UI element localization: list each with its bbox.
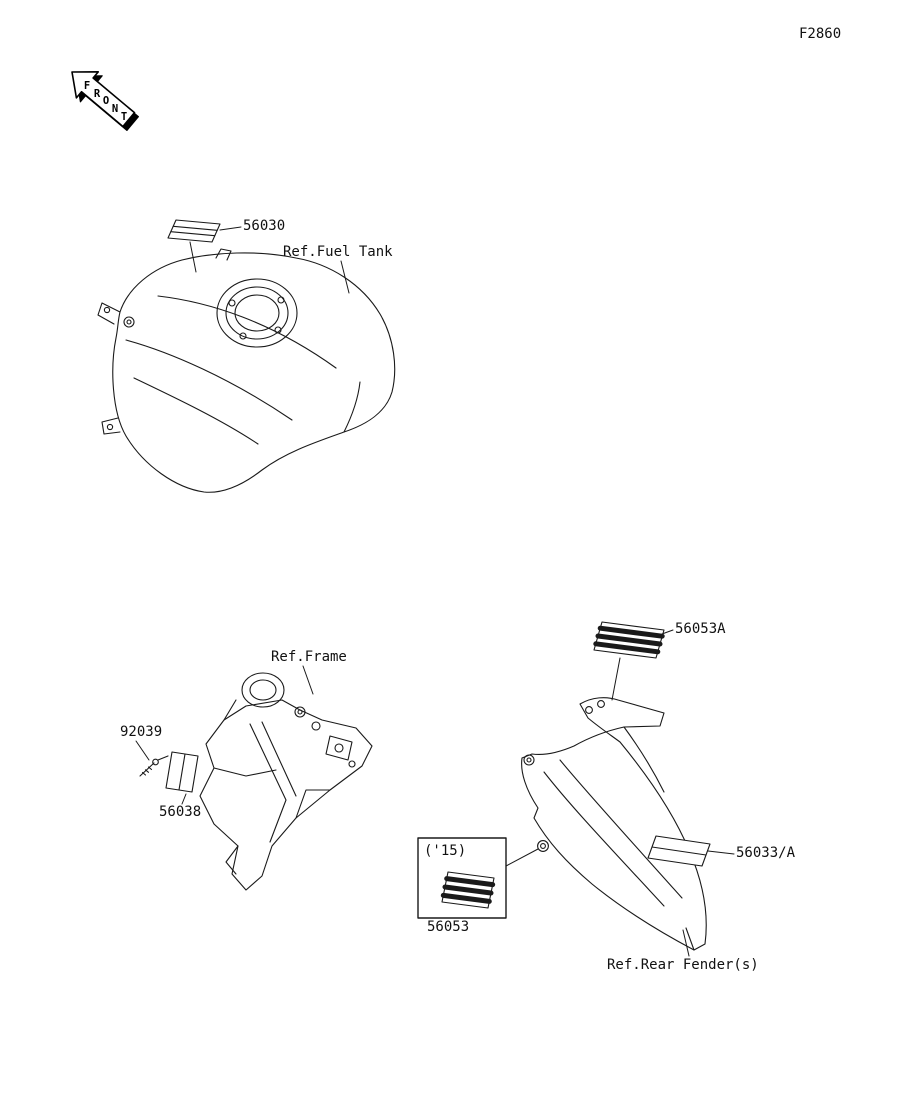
frame-tube [261, 721, 297, 797]
ref-rear-fender-label: Ref.Rear Fender(s) [607, 957, 759, 973]
frame-tab [225, 845, 239, 875]
front-arrow-letter: R [94, 88, 101, 100]
rear-decal-side-sticker [647, 835, 711, 867]
fuel-tank-outline [112, 252, 396, 493]
fender-bracket-hole [585, 706, 593, 714]
tank-mount-boss [123, 316, 135, 328]
fuel-tank-decal-sticker [167, 219, 221, 243]
page-code: F2860 [799, 26, 842, 42]
frame-hole [348, 760, 356, 768]
part-number-56053: 56053 [427, 919, 470, 935]
fender-ridge-line [559, 759, 683, 899]
front-arrow-letter: F [84, 80, 90, 92]
screw-drawing [139, 755, 169, 777]
fuel-cap-bolt [228, 299, 236, 307]
fender-ridge-line [543, 771, 665, 907]
fuel-tank-drawing [97, 248, 396, 493]
part-number-56053a: 56053A [675, 621, 726, 637]
frame-hole [294, 706, 306, 718]
frame-tab [223, 699, 237, 721]
part-number-92039: 92039 [120, 724, 163, 740]
year-decal-sticker [440, 871, 496, 909]
year-variant-label: ('15) [424, 843, 467, 859]
leader-56030 [219, 226, 242, 231]
fender-ridge-line [623, 726, 665, 793]
leader-ref-frame [302, 665, 314, 695]
front-arrow-letter: T [121, 111, 127, 123]
frame-ring-inner [249, 679, 277, 701]
ref-frame-label: Ref.Frame [271, 649, 347, 665]
tank-front-bracket [97, 302, 121, 325]
rear-fender-drawing [521, 697, 707, 951]
leader-year-box [505, 848, 539, 867]
tank-lower-bracket [101, 417, 121, 435]
rear-decal-top-sticker [593, 621, 665, 659]
part-number-56038: 56038 [159, 804, 202, 820]
tank-character-line [125, 339, 293, 421]
frame-brace [295, 789, 331, 819]
frame-decal-sticker [165, 751, 199, 793]
frame-hole [334, 743, 344, 753]
leader-56033a [707, 850, 735, 855]
front-arrow-letter: O [103, 95, 109, 107]
front-arrow: F R O N T [71, 71, 140, 132]
frame-brace [213, 767, 277, 777]
fender-bracket-hole [597, 700, 605, 708]
tank-character-line [343, 381, 361, 433]
leader-92039 [135, 740, 150, 761]
frame-bracket [325, 735, 353, 761]
fender-decal-hole [540, 843, 546, 849]
frame-drawing [199, 672, 373, 891]
part-number-56030: 56030 [243, 218, 286, 234]
bracket-hole [103, 306, 111, 314]
ref-fuel-tank-label: Ref.Fuel Tank [283, 244, 393, 260]
leader-56030-sticker [189, 241, 197, 273]
front-arrow-letter: N [112, 103, 118, 115]
frame-tube [249, 723, 287, 843]
tank-top-detail [215, 248, 232, 261]
frame-outline [199, 699, 373, 891]
fuel-cap-ring-outer [216, 278, 298, 348]
leader-56038 [181, 793, 187, 805]
leader-ref-rear-fender [682, 929, 690, 957]
fender-decal-hole [537, 840, 549, 852]
fender-tail-line [685, 927, 695, 951]
tank-mount-boss [126, 319, 132, 325]
frame-hole [297, 709, 303, 715]
tank-character-line [133, 377, 259, 445]
leader-ref-fuel-tank [340, 260, 350, 294]
leader-56053a [661, 629, 674, 635]
part-number-56033a: 56033/A [736, 845, 796, 861]
fuel-cap-ring-mid [225, 286, 289, 340]
rear-fender-outline [521, 697, 707, 951]
leader-56053a-sticker [611, 657, 621, 701]
bracket-hole [106, 423, 114, 431]
year-variant-box [417, 837, 507, 919]
front-arrow-body [71, 71, 136, 128]
fender-pivot-hole [526, 757, 532, 763]
fender-pivot-hole [523, 754, 535, 766]
frame-hole [311, 721, 321, 731]
leader-lines [135, 226, 735, 957]
fuel-cap [234, 294, 280, 332]
tank-character-line [157, 295, 337, 369]
fuel-cap-bolt [277, 296, 285, 304]
fuel-cap-bolt [239, 332, 247, 340]
frame-ring [241, 672, 285, 708]
